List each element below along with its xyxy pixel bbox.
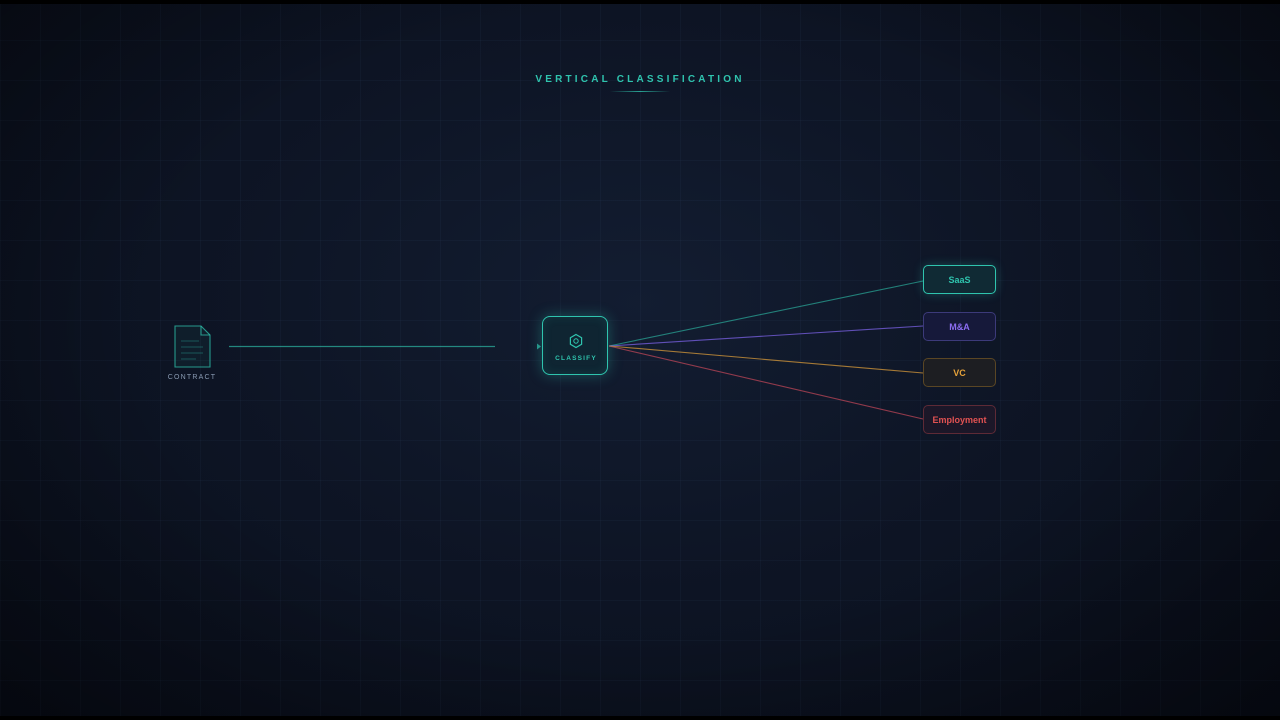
- letterbox-bottom: [0, 716, 1280, 720]
- target-saas[interactable]: SaaS: [923, 265, 996, 294]
- connector-classify-to-employment: [608, 345, 924, 420]
- hexagon-icon: [569, 333, 583, 349]
- contract-label: CONTRACT: [167, 374, 217, 381]
- letterbox-top: [0, 0, 1280, 4]
- target-ma[interactable]: M&A: [923, 312, 996, 341]
- classify-label: CLASSIFY: [555, 355, 597, 362]
- target-vc[interactable]: VC: [923, 358, 996, 387]
- title-underline: [610, 91, 670, 92]
- connector-classify-to-vc: [608, 345, 924, 374]
- connector-classify-to-ma: [608, 325, 924, 347]
- document-icon: [174, 325, 211, 368]
- arrowhead-icon: [537, 343, 541, 350]
- diagram-title: VERTICAL CLASSIFICATION: [535, 74, 745, 85]
- target-employment[interactable]: Employment: [923, 405, 996, 434]
- classify-node[interactable]: CLASSIFY: [542, 316, 608, 375]
- connector-classify-to-saas: [608, 280, 924, 347]
